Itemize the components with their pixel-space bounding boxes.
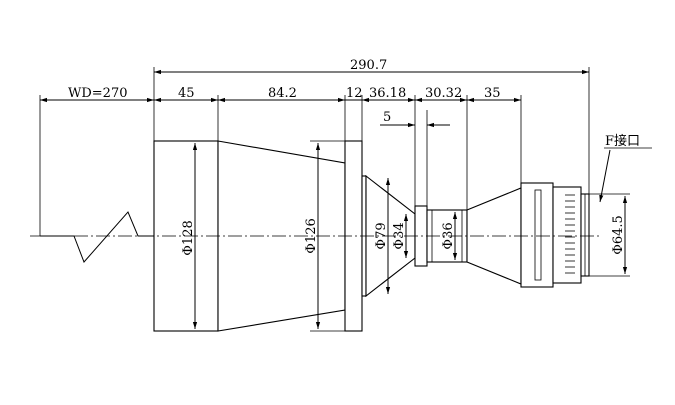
- horizontal-dimensions: 290.7 WD=270 45 84.2 12 36.18 30.32 35 5: [40, 58, 589, 128]
- wd-break-line: [40, 211, 154, 263]
- dim-front-length: 45: [178, 86, 195, 101]
- dim-small-gap: 5: [383, 110, 391, 125]
- dia-front: Φ128: [181, 220, 196, 255]
- dim-rear-length: 35: [484, 86, 501, 101]
- dia-tube: Φ36: [441, 222, 456, 249]
- diameter-dimensions: Φ128 Φ126 Φ79 Φ34 Φ36 Φ64.5: [181, 140, 630, 332]
- mount-callout: F接口: [599, 133, 652, 203]
- dim-tube-length: 30.32: [425, 86, 462, 101]
- dim-flange-thickness: 12: [346, 86, 363, 101]
- dim-mid-length: 36.18: [369, 86, 406, 101]
- rear-barrel: [520, 182, 554, 288]
- dia-cone-end: Φ126: [304, 218, 319, 253]
- optical-axis: [30, 211, 600, 263]
- dim-overall-length: 290.7: [350, 58, 387, 73]
- knurling: [565, 194, 575, 274]
- dia-mid-cone: Φ79: [374, 222, 389, 249]
- mount-type-label: F接口: [605, 133, 640, 149]
- extension-lines: [39, 67, 590, 236]
- dim-cone-length: 84.2: [268, 86, 297, 101]
- dia-neck: Φ34: [392, 222, 407, 249]
- dia-mount: Φ64.5: [611, 215, 626, 255]
- dim-working-distance: WD=270: [68, 86, 128, 101]
